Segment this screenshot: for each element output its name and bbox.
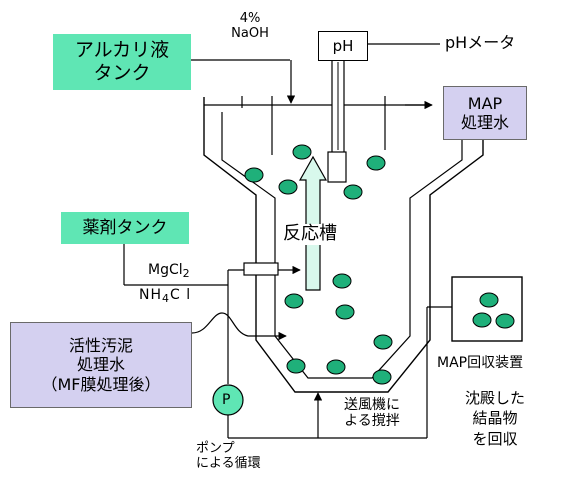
crystal xyxy=(292,144,312,160)
map-water-line2: 処理水 xyxy=(460,113,509,132)
alkali-tank-line2: タンク xyxy=(93,62,151,84)
recovered-crystals xyxy=(472,292,515,329)
crystal xyxy=(335,304,355,320)
crystal xyxy=(495,313,515,329)
sludge-water-line3: （MF膜処理後） xyxy=(41,374,161,394)
crystal xyxy=(286,358,306,374)
naoh-label-line1: 4% xyxy=(239,11,261,26)
pump-icon xyxy=(212,384,244,416)
blower-label-line2: よる撹拌 xyxy=(344,413,400,430)
alkali-tank-line1: アルカリ液 xyxy=(74,39,170,62)
crystal xyxy=(472,312,492,328)
nh4cl-pre: NH xyxy=(139,287,162,303)
reaction-tank-label: 反応槽 xyxy=(281,223,339,245)
crystal xyxy=(366,155,386,171)
crystal-line3: を回収 xyxy=(472,429,518,448)
activated-sludge-water-box: 活性汚泥 処理水 （MF膜処理後） xyxy=(10,322,192,408)
pump-label-line2: による循環 xyxy=(196,455,261,471)
crystal-line2: 結晶物 xyxy=(472,409,518,428)
crystal xyxy=(244,167,264,183)
nh4cl-sub: 4 xyxy=(162,292,170,305)
crystal xyxy=(326,359,346,375)
crystal xyxy=(373,334,393,350)
crystal-line1: 沈殿した xyxy=(464,389,525,407)
ph-probe-tip xyxy=(327,151,347,183)
crystal xyxy=(278,179,298,195)
crystal xyxy=(479,292,499,308)
pump-symbol-label: P xyxy=(222,392,231,408)
sludge-inlet-line xyxy=(191,312,287,341)
mgcl2-sub: 2 xyxy=(182,267,190,280)
naoh-label: 4% NaOH xyxy=(224,11,276,42)
pump-label-line1: ポンプ xyxy=(196,441,235,456)
mgcl2-base: MgCl xyxy=(148,262,183,278)
map-treated-water-box: MAP 処理水 xyxy=(443,86,527,140)
crystal xyxy=(372,369,392,385)
mgcl2-label: MgCl2 xyxy=(148,262,190,281)
map-water-line1: MAP xyxy=(467,93,503,113)
blower-label: 送風機に よる撹拌 xyxy=(344,397,400,429)
alkali-tank-box: アルカリ液 タンク xyxy=(53,34,191,90)
nh4cl-post: C l xyxy=(170,287,192,303)
naoh-label-line2: NaOH xyxy=(231,25,269,41)
crystal xyxy=(284,293,304,309)
crystal-recovery-label: 沈殿した 結晶物 を回収 xyxy=(452,388,538,449)
ph-box: pH xyxy=(318,31,368,61)
blower-label-line1: 送風機に xyxy=(344,397,400,413)
reaction-tank-vessel xyxy=(203,97,484,393)
chemical-tank-label: 薬剤タンク xyxy=(82,217,168,238)
ph-meter-label: pHメータ xyxy=(445,33,516,52)
chemical-injector xyxy=(243,262,279,276)
map-device-label: MAP回収装置 xyxy=(437,355,524,371)
sludge-water-line1: 活性汚泥 xyxy=(68,336,133,356)
sludge-water-line2: 処理水 xyxy=(76,355,125,375)
crystal xyxy=(332,273,352,289)
nh4cl-label: NH4C l xyxy=(139,287,191,306)
crystal-particles xyxy=(244,144,393,385)
chemical-tank-box: 薬剤タンク xyxy=(61,212,189,244)
crystal xyxy=(343,184,363,200)
pump-label: ポンプ による循環 xyxy=(196,441,261,472)
upflow-arrow xyxy=(298,155,328,291)
map-recovery-device xyxy=(451,276,523,342)
ph-box-label: pH xyxy=(332,37,354,55)
